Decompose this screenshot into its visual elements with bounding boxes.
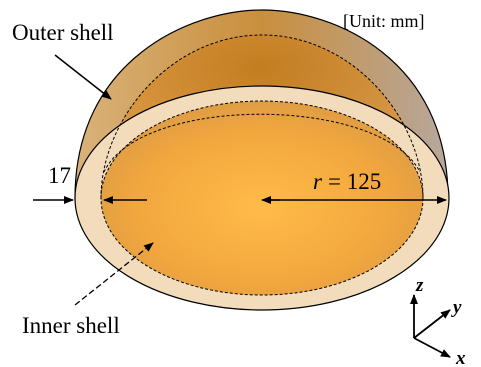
x-axis-arrow — [413, 337, 451, 358]
y-axis-label: y — [451, 297, 462, 318]
unit-label: [Unit: mm] — [343, 11, 425, 31]
inner-shell-dashed-rim — [100, 100, 424, 296]
inner-shell-dashed-arc — [100, 34, 424, 199]
x-axis-label: x — [455, 348, 466, 367]
inner-shell-pointer-arrow — [74, 242, 154, 306]
coordinate-axes: z y x — [410, 275, 466, 367]
radius-value: = 125 — [328, 169, 381, 194]
thickness-label: 17 — [48, 163, 71, 188]
z-axis-label: z — [415, 275, 424, 296]
y-axis-arrow — [413, 309, 451, 339]
inner-shell-label: Inner shell — [22, 313, 120, 338]
outer-shell-label: Outer shell — [12, 20, 114, 45]
inner-shell-opening — [101, 101, 423, 295]
outer-shell-pointer-arrow — [54, 54, 112, 100]
inner-shell-dashed-upper-ellipse — [103, 113, 421, 173]
radius-symbol: r — [313, 169, 323, 194]
